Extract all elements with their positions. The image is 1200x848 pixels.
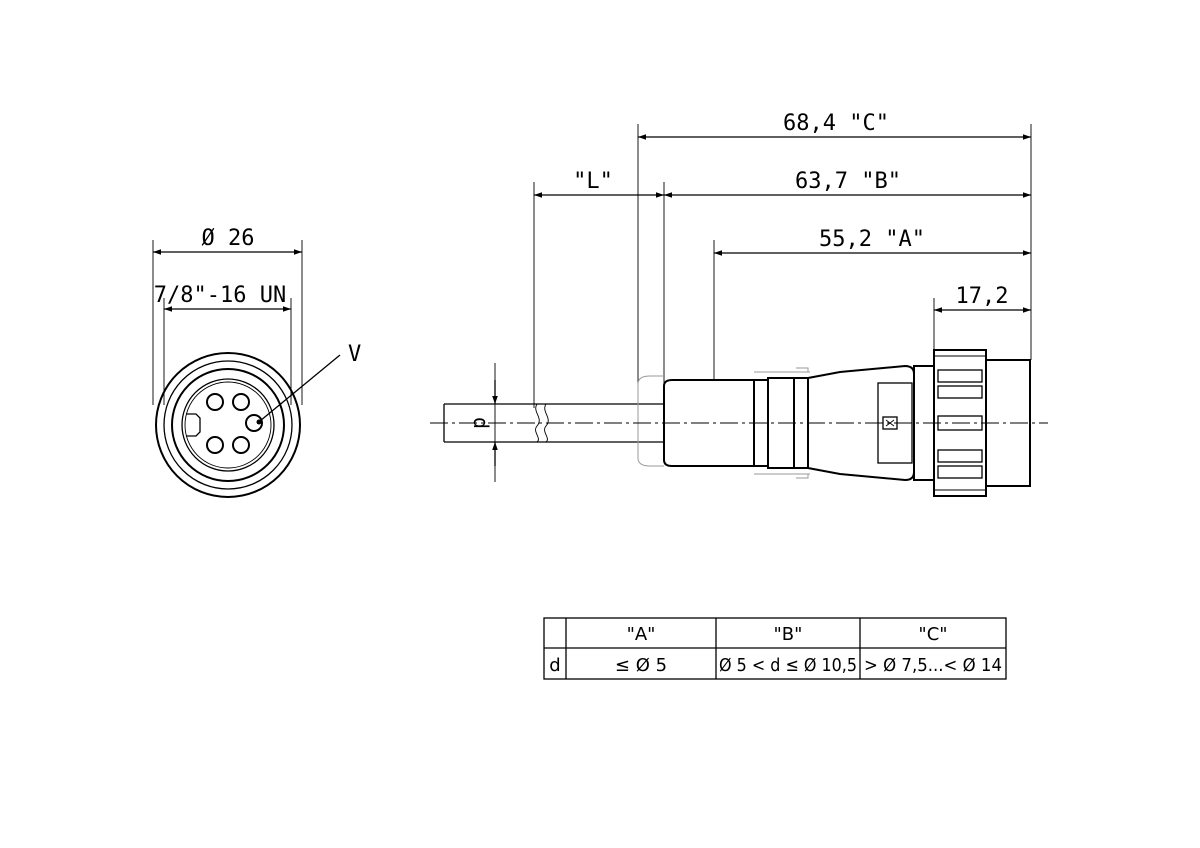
- knurl-groove: [937, 369, 983, 383]
- front-view: Ø 26 7/8"-16 UN V: [152, 226, 361, 498]
- front-insert-inner-ring: [184, 381, 272, 469]
- pin-contacts: [206, 393, 263, 454]
- knurl-groove: [937, 385, 983, 399]
- pin-contact: [232, 436, 250, 454]
- dim-label-nut: 17,2: [956, 284, 1009, 309]
- pin-contact: [206, 393, 224, 411]
- cable-break-mark: [544, 403, 549, 443]
- dim-label-c: 68,4 "C": [783, 111, 889, 136]
- front-ring-3: [171, 368, 285, 482]
- front-outer-ring: [155, 352, 301, 498]
- thread-label: 7/8"-16 UN: [154, 283, 286, 308]
- dim-label-b: 63,7 "B": [795, 169, 901, 194]
- table-header-a: "A": [627, 624, 656, 645]
- cable-envelope-left: [637, 375, 664, 467]
- cable: d: [443, 363, 664, 482]
- pin-contact: [232, 393, 250, 411]
- cable-envelope-right: [754, 367, 810, 479]
- table-header-b: "B": [774, 624, 803, 645]
- knurl-groove: [937, 449, 983, 463]
- side-view: 68,4 "C" 63,7 "B" "L" 55,2 "A" 17,2 d: [430, 111, 1048, 497]
- table-cell-c: > Ø 7,5...< Ø 14: [864, 655, 1002, 676]
- diameter-label: Ø 26: [202, 226, 255, 251]
- table-header-c: "C": [918, 624, 947, 645]
- pin-contact: [245, 414, 263, 432]
- knurl-groove: [937, 465, 983, 479]
- pin-contact: [206, 436, 224, 454]
- table-cell-b: Ø 5 < d ≤ Ø 10,5: [719, 655, 857, 676]
- front-ring-2: [163, 360, 293, 490]
- dimension-table: "A" "B" "C" d ≤ Ø 5 Ø 5 < d ≤ Ø 10,5 > Ø…: [543, 617, 1007, 680]
- dim-label-a: 55,2 "A": [819, 227, 925, 252]
- table-row-label: d: [549, 655, 560, 676]
- cable-break-mark: [535, 403, 540, 443]
- front-insert-ring: [181, 378, 275, 472]
- dim-label-l: "L": [573, 169, 613, 194]
- table-cell-a: ≤ Ø 5: [615, 655, 667, 676]
- pin-v-leader: [259, 354, 341, 422]
- pin-v-label: V: [348, 342, 361, 367]
- pin-v-leader-dot: [256, 419, 262, 425]
- coding-key: [186, 413, 201, 437]
